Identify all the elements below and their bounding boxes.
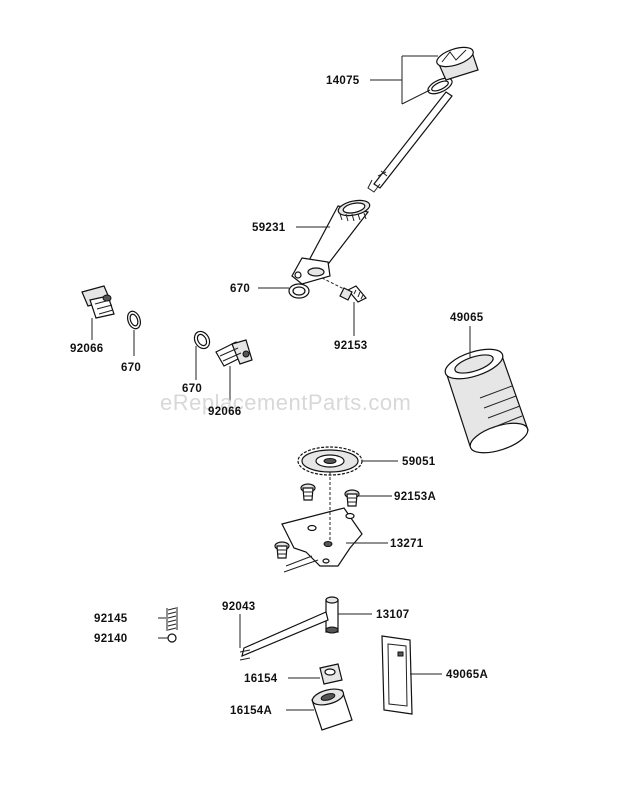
label-670-middle[interactable]: 670 xyxy=(182,383,202,395)
outer-rotor-part[interactable] xyxy=(311,686,353,731)
o-ring-left-part[interactable] xyxy=(125,309,142,330)
label-16154a[interactable]: 16154A xyxy=(230,705,272,717)
bolt-92153a-part[interactable] xyxy=(274,483,360,559)
label-670-tube[interactable]: 670 xyxy=(230,283,250,295)
label-16154[interactable]: 16154 xyxy=(244,673,278,685)
label-92066-left[interactable]: 92066 xyxy=(70,343,103,355)
label-59051[interactable]: 59051 xyxy=(402,456,436,468)
label-13107[interactable]: 13107 xyxy=(376,609,409,621)
o-ring-middle-part[interactable] xyxy=(191,329,212,352)
drain-plug-left-part[interactable] xyxy=(81,285,115,319)
label-13271[interactable]: 13271 xyxy=(390,538,424,550)
part-labels: 14075 59231 670 92153 92066 670 670 9206… xyxy=(70,75,488,717)
label-670-left[interactable]: 670 xyxy=(121,362,141,374)
label-92153a[interactable]: 92153A xyxy=(394,491,436,503)
plate-part[interactable] xyxy=(281,472,363,573)
watermark-text: eReplacementParts.com xyxy=(160,390,411,415)
label-92145[interactable]: 92145 xyxy=(94,613,128,625)
label-59231[interactable]: 59231 xyxy=(252,222,286,234)
inner-rotor-part[interactable] xyxy=(319,663,343,685)
ball-part[interactable] xyxy=(167,633,177,643)
bolt-part[interactable] xyxy=(321,277,367,303)
label-49065a[interactable]: 49065A xyxy=(446,669,488,681)
o-ring-part[interactable] xyxy=(288,283,310,299)
label-92066-middle[interactable]: 92066 xyxy=(208,406,241,418)
label-92140[interactable]: 92140 xyxy=(94,633,127,645)
dipstick-tube-part[interactable] xyxy=(291,198,371,285)
dipstick-part[interactable] xyxy=(367,44,479,193)
label-49065[interactable]: 49065 xyxy=(450,312,484,324)
spring-part[interactable] xyxy=(166,607,178,631)
drain-plug-middle-part[interactable] xyxy=(215,339,253,367)
shaft-part[interactable] xyxy=(239,596,339,661)
label-92043[interactable]: 92043 xyxy=(222,601,255,613)
oil-filter-part[interactable] xyxy=(442,343,531,458)
gasket-part[interactable] xyxy=(381,635,413,715)
leader-lines xyxy=(91,55,471,711)
label-14075[interactable]: 14075 xyxy=(326,75,360,87)
label-92153[interactable]: 92153 xyxy=(334,340,367,352)
gear-part[interactable] xyxy=(297,446,363,476)
